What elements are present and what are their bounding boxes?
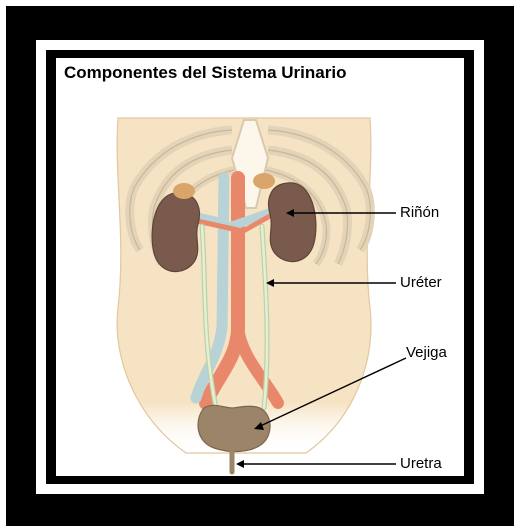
label-ureter: Uréter — [400, 274, 442, 291]
urinary-system-illustration — [56, 58, 464, 476]
label-kidney: Riñón — [400, 204, 439, 221]
label-bladder: Vejiga — [406, 344, 447, 361]
diagram-panel: Componentes del Sistema Urinario Riñón U… — [56, 58, 464, 476]
label-urethra: Uretra — [400, 455, 442, 472]
diagram-title: Componentes del Sistema Urinario — [64, 63, 346, 83]
bladder — [198, 405, 270, 472]
